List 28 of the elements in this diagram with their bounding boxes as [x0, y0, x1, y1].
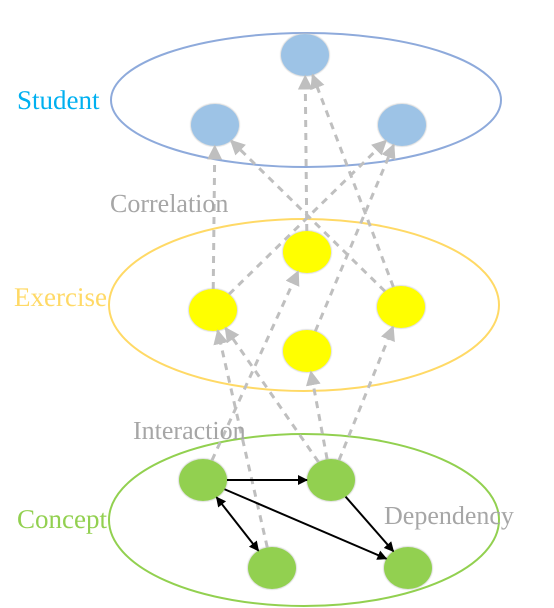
- relation-label: Correlation: [110, 188, 228, 220]
- concept-circle: [248, 547, 296, 589]
- concept-circle: [283, 330, 331, 372]
- concept-circle: [191, 104, 239, 146]
- dashed-connector: [306, 370, 329, 460]
- concept-circle: [189, 289, 237, 331]
- arrow: [227, 475, 308, 485]
- layer-title: Student: [17, 84, 100, 116]
- arrow: [224, 488, 388, 560]
- dashed-connector: [207, 144, 222, 290]
- concept-circle: [377, 286, 425, 328]
- arrow: [216, 496, 260, 552]
- concept-circle: [283, 231, 331, 273]
- concept-circle: [281, 34, 329, 76]
- concept-circle: [384, 547, 432, 589]
- dashed-connector: [314, 143, 396, 332]
- dashed-connector: [210, 270, 300, 462]
- dashed-connector: [310, 74, 395, 288]
- dashed-connector: [224, 326, 320, 463]
- dashed-connector: [298, 74, 313, 232]
- concept-circle: [307, 459, 355, 501]
- layer-title: Exercise: [14, 281, 107, 314]
- concept-circle: [179, 459, 227, 501]
- layer-title: Concept: [17, 503, 107, 536]
- dashed-connector: [338, 325, 395, 461]
- arrow: [344, 496, 394, 552]
- concept-circle: [378, 104, 426, 146]
- dashed-connector: [213, 329, 269, 548]
